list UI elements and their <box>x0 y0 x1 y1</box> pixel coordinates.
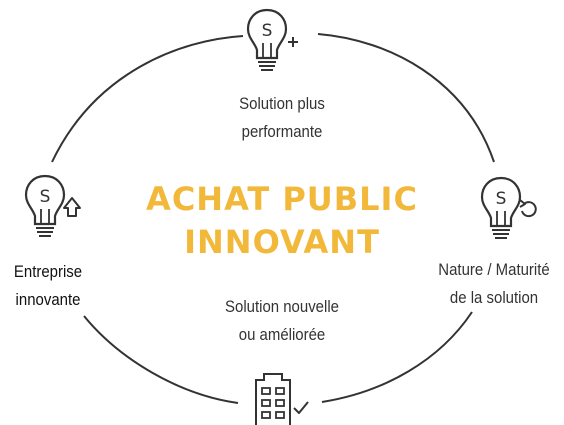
label-left-line-2: innovante <box>15 290 81 309</box>
bulb-letter: S <box>262 21 273 41</box>
title-line-2: INNOVANT <box>184 223 380 261</box>
label-left-line-1: Entreprise <box>13 262 83 281</box>
label-right: Nature / Maturité de la solution <box>418 256 564 312</box>
label-left: Entreprise innovante <box>0 258 101 314</box>
lightbulb-refresh-icon: S <box>478 174 542 244</box>
title-line-1: ACHAT PUBLIC <box>146 180 418 218</box>
bulb-letter: S <box>40 187 51 207</box>
diagram-title: ACHAT PUBLIC INNOVANT <box>132 178 432 264</box>
label-bottom-line-1: Solution nouvelle <box>225 297 339 316</box>
bulb-letter: S <box>496 189 507 209</box>
label-bottom: Solution nouvelle ou améliorée <box>203 293 361 349</box>
lightbulb-plus-icon: S <box>244 6 308 76</box>
label-top: Solution plus performante <box>203 90 361 146</box>
label-right-line-2: de la solution <box>449 288 539 307</box>
label-bottom-line-2: ou améliorée <box>238 325 326 344</box>
building-check-icon <box>250 372 320 425</box>
label-right-line-1: Nature / Maturité <box>438 260 550 279</box>
lightbulb-up-arrow-icon: S <box>22 172 86 242</box>
label-top-line-1: Solution plus <box>239 94 325 113</box>
label-top-line-2: performante <box>241 122 323 141</box>
